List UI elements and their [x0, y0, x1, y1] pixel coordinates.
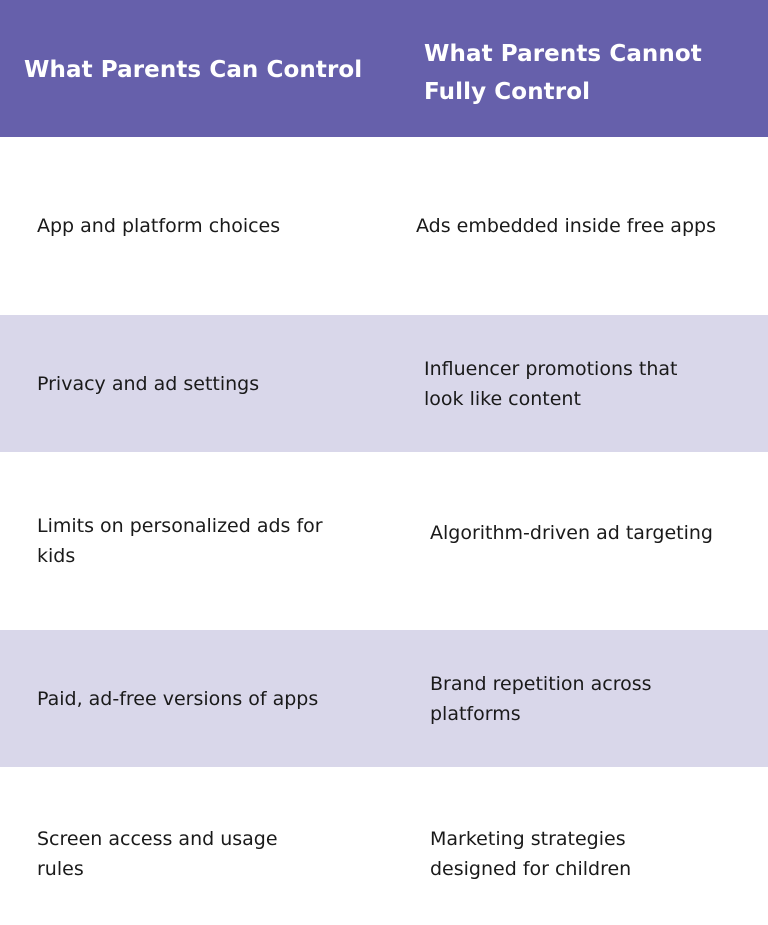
table-row: Screen access and usage rules Marketing … [0, 767, 768, 925]
cell-can-control: Privacy and ad settings [37, 372, 260, 395]
header-can-control: What Parents Can Control [24, 57, 363, 83]
cell-cannot-control: Ads embedded inside free apps [416, 215, 716, 237]
cell-can-control: Paid, ad-free versions of apps [37, 687, 319, 710]
table-row: App and platform choices Ads embedded in… [0, 137, 768, 315]
cell-cannot-control: Influencer promotions that look like con… [424, 357, 678, 410]
cell-can-control: Limits on personalized ads for kids [37, 515, 323, 567]
header-cannot-control: What Parents Cannot Fully Control [424, 41, 702, 105]
table-row: Paid, ad-free versions of apps Brand rep… [0, 630, 768, 767]
cell-cannot-control: Brand repetition across platforms [430, 672, 652, 725]
table-header: What Parents Can Control What Parents Ca… [0, 0, 768, 137]
table-row: Privacy and ad settings Influencer promo… [0, 315, 768, 452]
cell-can-control: App and platform choices [37, 215, 281, 237]
cell-cannot-control: Algorithm-driven ad targeting [430, 522, 713, 544]
table-row: Limits on personalized ads for kids Algo… [0, 452, 768, 630]
cell-cannot-control: Marketing strategies designed for childr… [430, 828, 632, 880]
cell-can-control: Screen access and usage rules [37, 828, 278, 880]
